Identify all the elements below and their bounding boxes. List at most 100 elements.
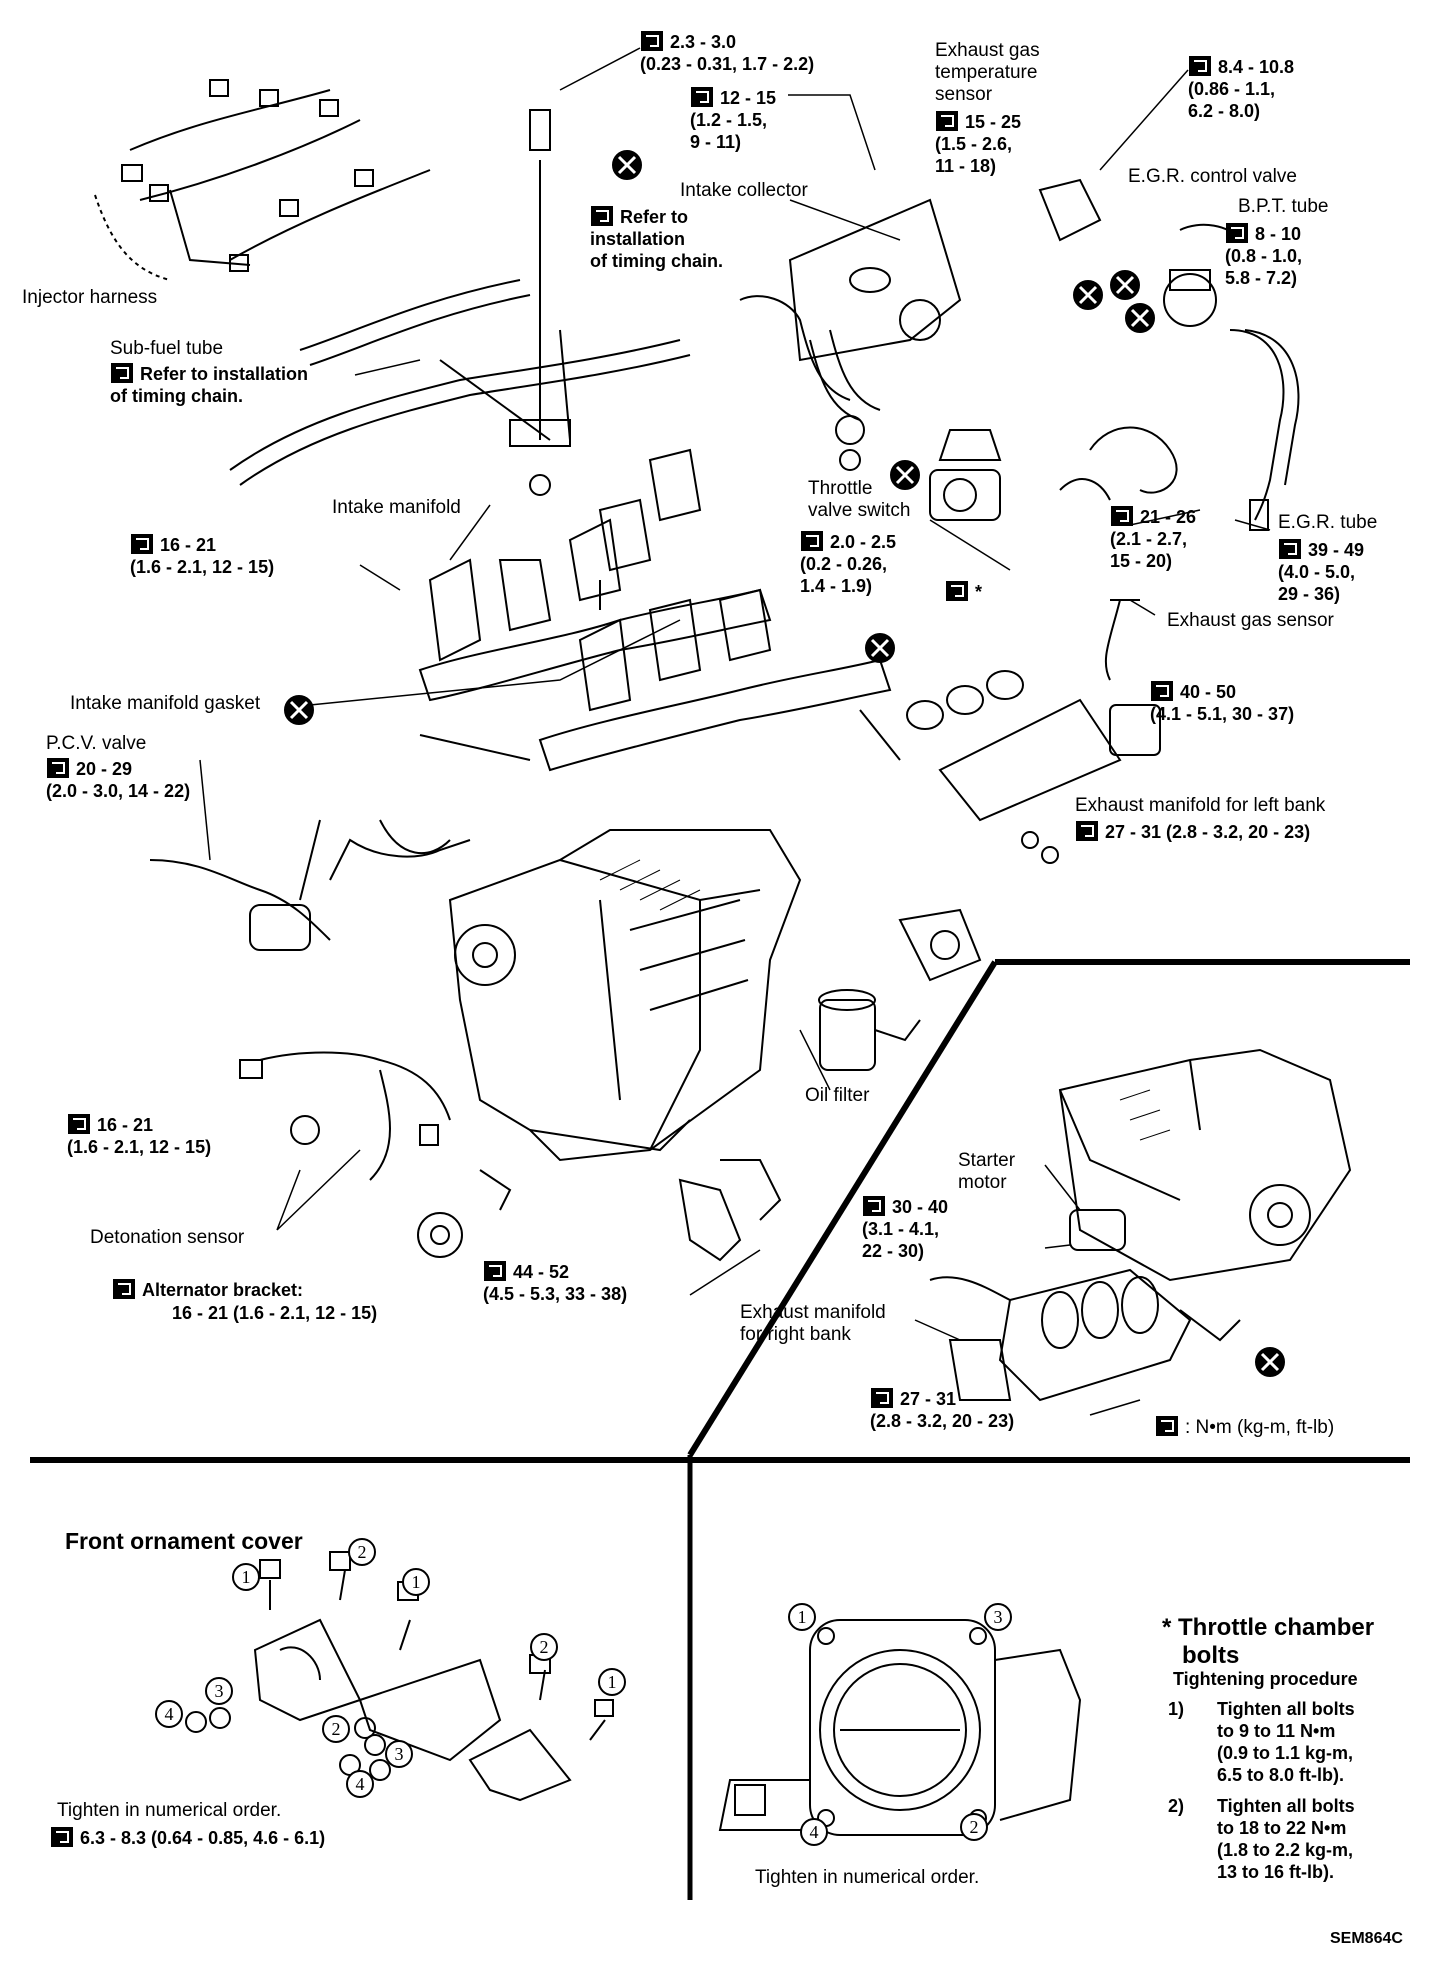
intake-manifold-label: Intake manifold (332, 497, 461, 518)
right-bank-drawing (929, 1048, 1352, 1402)
torque-egr-bracket: 21 - 26 (2.1 - 2.7, 15 - 20) (1110, 506, 1197, 571)
torque-exhaust-sensor: 40 - 50 (4.1 - 5.1, 30 - 37) (1150, 680, 1295, 724)
torque-starter: 30 - 40 (3.1 - 4.1, 22 - 30) (862, 1195, 949, 1261)
torque-throttle-switch: 2.0 - 2.5 (0.2 - 0.26, 1.4 - 1.9) (800, 530, 897, 596)
egr-drawing (1038, 178, 1300, 531)
x-circle-icon (1073, 280, 1103, 310)
torque-wrench-icon (130, 533, 154, 555)
order-mark-1: 1 (232, 1563, 260, 1591)
order-mark-2: 2 (960, 1813, 988, 1841)
order-mark-2: 2 (530, 1633, 558, 1661)
torque-unit-legend: : N•m (kg-m, ft-lb) (1155, 1415, 1334, 1439)
starter-motor-label: Starter motor (958, 1150, 1016, 1193)
exhaust-manifold-left-label: Exhaust manifold for left bank (1075, 795, 1326, 816)
bpt-tube-label: B.P.T. tube (1238, 196, 1329, 217)
torque-wrench-icon (1150, 680, 1174, 702)
detonation-sensor-label: Detonation sensor (90, 1227, 245, 1248)
torque-wrench-icon (46, 757, 70, 779)
oil-filter-label: Oil filter (805, 1085, 870, 1106)
torque-intake-manifold: 16 - 21 (1.6 - 2.1, 12 - 15) (130, 533, 275, 577)
x-circle-icon (1110, 270, 1140, 300)
order-mark-3: 3 (205, 1677, 233, 1705)
torque-detonation-sensor: 16 - 21 (1.6 - 2.1, 12 - 15) (67, 1114, 212, 1157)
torque-wrench-icon (50, 1826, 74, 1848)
torque-wrench-icon (640, 30, 664, 52)
throttle-chamber-drawing (718, 1619, 1082, 1836)
order-mark-1: 1 (598, 1668, 626, 1696)
intake-collector-drawing (739, 198, 962, 471)
oil-filter-bracket-drawing (898, 908, 982, 982)
order-mark-2: 2 (322, 1715, 350, 1743)
intake-gasket-drawing (418, 580, 892, 772)
torque-bpt-tube: 8 - 10 (0.8 - 1.0, 5.8 - 7.2) (1225, 222, 1303, 288)
sub-fuel-tube-label: Sub-fuel tube (110, 338, 224, 359)
torque-wrench-icon (690, 86, 714, 108)
x-circle-icon (890, 460, 920, 490)
detonation-wiring-drawing (239, 1051, 451, 1181)
torque-wrench-icon (1188, 55, 1212, 77)
front-ornament-cover-title: Front ornament cover (65, 1528, 303, 1554)
engine-block-drawing (448, 829, 802, 1162)
tighten-order-right-label: Tighten in numerical order. (755, 1867, 980, 1888)
torque-wrench-icon (935, 110, 959, 132)
torque-exhaust-right: 27 - 31 (2.8 - 3.2, 20 - 23) (870, 1387, 1015, 1431)
torque-wrench-icon (590, 205, 614, 227)
intake-manifold-gasket-label: Intake manifold gasket (70, 693, 261, 714)
leader-lines (199, 47, 1271, 1416)
do-not-reuse-symbols (284, 150, 1285, 1377)
alternator-bracket-label: Alternator bracket: (112, 1278, 303, 1301)
torque-wrench-icon (800, 530, 824, 552)
x-circle-icon (612, 150, 642, 180)
injector-ref-label: Refer to installation of timing chain. (590, 205, 723, 271)
torque-wrench-icon (112, 1278, 136, 1300)
x-circle-icon (1125, 303, 1155, 333)
torque-wrench-icon (1278, 538, 1302, 560)
injector-harness-label: Injector harness (22, 287, 158, 308)
order-mark-1: 1 (402, 1568, 430, 1596)
sub-fuel-ref-label: Refer to installation of timing chain. (110, 362, 309, 406)
torque-exhaust-temp-sensor: 15 - 25 (1.5 - 2.6, 11 - 18) (935, 110, 1022, 176)
x-circle-icon (1255, 1347, 1285, 1377)
torque-wrench-icon (1225, 222, 1249, 244)
exhaust-gas-temp-sensor-label: Exhaust gas temperature sensor (935, 40, 1040, 105)
front-ornament-cover-drawing (185, 1551, 614, 1802)
step-1-number: 1) (1168, 1699, 1185, 1719)
exhaust-manifold-left-drawing (859, 599, 1161, 864)
tighten-order-left-label: Tighten in numerical order. (57, 1800, 282, 1821)
throttle-chamber-star-callout: * (945, 580, 982, 603)
x-circle-icon (865, 633, 895, 663)
torque-egr-valve: 8.4 - 10.8 (0.86 - 1.1, 6.2 - 8.0) (1188, 55, 1295, 121)
order-mark-2: 2 (348, 1538, 376, 1566)
torque-pcv-valve: 20 - 29 (2.0 - 3.0, 14 - 22) (46, 757, 191, 801)
order-mark-4: 4 (155, 1700, 183, 1728)
exhaust-gas-sensor-label: Exhaust gas sensor (1167, 610, 1334, 631)
pcv-hoses-drawing (149, 819, 471, 951)
order-mark-3: 3 (385, 1740, 413, 1768)
detail-hatching (599, 859, 1171, 1141)
torque-wrench-icon (110, 362, 134, 384)
pcv-valve-label: P.C.V. valve (46, 733, 147, 754)
exhaust-manifold-right-label: Exhaust manifold for right bank (740, 1302, 886, 1345)
alternator-bracket-drawing (417, 1159, 782, 1262)
egr-control-valve-label: E.G.R. control valve (1128, 166, 1297, 187)
step-2-text: Tighten all bolts to 18 to 22 N•m (1.8 t… (1217, 1796, 1355, 1882)
injector-harness-drawing (94, 79, 431, 281)
order-mark-1: 1 (788, 1603, 816, 1631)
torque-alternator-lower: 44 - 52 (4.5 - 5.3, 33 - 38) (483, 1261, 628, 1304)
torque-exhaust-left: 27 - 31 (2.8 - 3.2, 20 - 23) (1075, 820, 1310, 843)
torque-wrench-icon (945, 580, 969, 602)
tightening-procedure-label: Tightening procedure (1173, 1669, 1358, 1689)
alternator-bracket-torque: 16 - 21 (1.6 - 2.1, 12 - 15) (172, 1303, 378, 1323)
step-2-number: 2) (1168, 1796, 1185, 1816)
torque-wrench-icon (870, 1387, 894, 1409)
torque-top-bolt: 2.3 - 3.0 (0.23 - 0.31, 1.7 - 2.2) (640, 30, 815, 74)
torque-collector: 12 - 15 (1.2 - 1.5, 9 - 11) (690, 86, 777, 152)
throttle-body-drawing (929, 429, 1002, 521)
section-dividers (30, 959, 1410, 1900)
torque-egr-tube: 39 - 49 (4.0 - 5.0, 29 - 36) (1278, 538, 1365, 604)
order-mark-4: 4 (346, 1770, 374, 1798)
torque-wrench-icon (862, 1195, 886, 1217)
fuel-rail-drawing (229, 109, 691, 496)
oil-filter-drawing (818, 989, 921, 1071)
